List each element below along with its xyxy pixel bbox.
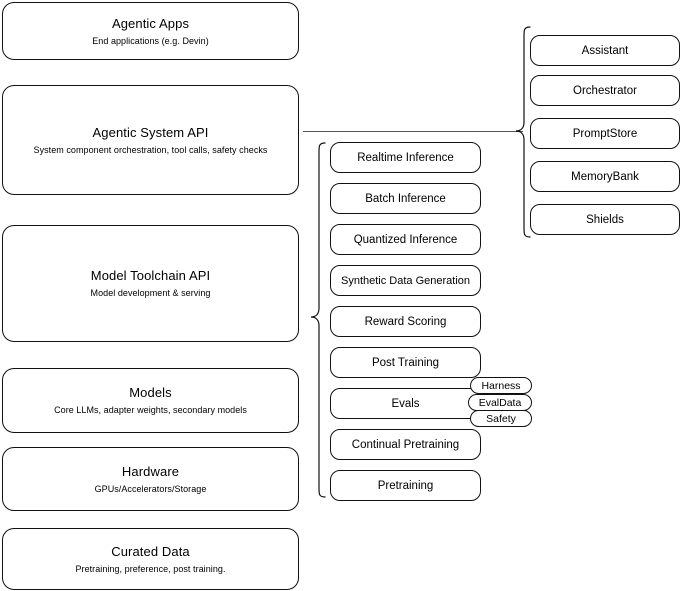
system-component-orchestrator[interactable]: Orchestrator <box>530 75 680 106</box>
layer-box-agentic-apps[interactable]: Agentic Apps End applications (e.g. Devi… <box>2 2 299 60</box>
system-component-assistant[interactable]: Assistant <box>530 35 680 66</box>
layer-box-model-toolchain-api[interactable]: Model Toolchain API Model development & … <box>2 225 299 342</box>
toolchain-component-pretraining[interactable]: Pretraining <box>330 470 481 501</box>
layer-subtitle: Model development & serving <box>90 288 211 298</box>
layer-title: Curated Data <box>111 543 190 559</box>
layer-box-curated-data[interactable]: Curated Data Pretraining, preference, po… <box>2 528 299 590</box>
layer-box-hardware[interactable]: Hardware GPUs/Accelerators/Storage <box>2 447 299 511</box>
layer-subtitle: Pretraining, preference, post training. <box>75 563 226 574</box>
layer-box-agentic-system-api[interactable]: Agentic System API System component orch… <box>2 85 299 195</box>
eval-subcomponent-evaldata[interactable]: EvalData <box>468 394 532 411</box>
connector-line-system-api <box>303 131 523 132</box>
toolchain-component-continual-pretraining[interactable]: Continual Pretraining <box>330 429 481 460</box>
system-component-memorybank[interactable]: MemoryBank <box>530 161 680 192</box>
toolchain-component-post-training[interactable]: Post Training <box>330 347 481 378</box>
toolchain-component-evals[interactable]: Evals <box>330 388 481 419</box>
layer-subtitle: Core LLMs, adapter weights, secondary mo… <box>54 405 247 415</box>
layer-subtitle: End applications (e.g. Devin) <box>92 35 209 46</box>
layer-box-models[interactable]: Models Core LLMs, adapter weights, secon… <box>2 368 299 433</box>
toolchain-component-reward-scoring[interactable]: Reward Scoring <box>330 306 481 337</box>
layer-subtitle: System component orchestration, tool cal… <box>33 144 268 155</box>
toolchain-component-batch-inference[interactable]: Batch Inference <box>330 183 481 214</box>
layer-title: Models <box>129 385 172 400</box>
toolchain-component-quantized-inference[interactable]: Quantized Inference <box>330 224 481 255</box>
layer-title: Agentic Apps <box>111 15 190 31</box>
layer-subtitle: GPUs/Accelerators/Storage <box>94 483 207 494</box>
toolchain-component-synthetic-data-generation[interactable]: Synthetic Data Generation <box>330 265 481 296</box>
system-component-promptstore[interactable]: PromptStore <box>530 118 680 149</box>
system-component-shields[interactable]: Shields <box>530 204 680 235</box>
layer-title: Hardware <box>121 463 180 479</box>
toolchain-component-realtime-inference[interactable]: Realtime Inference <box>330 142 481 173</box>
eval-subcomponent-safety[interactable]: Safety <box>470 410 532 427</box>
brace-system-components <box>515 22 531 248</box>
brace-toolchain-components <box>310 138 326 506</box>
eval-subcomponent-harness[interactable]: Harness <box>470 377 532 394</box>
layer-title: Agentic System API <box>92 124 209 140</box>
layer-title: Model Toolchain API <box>90 268 211 283</box>
